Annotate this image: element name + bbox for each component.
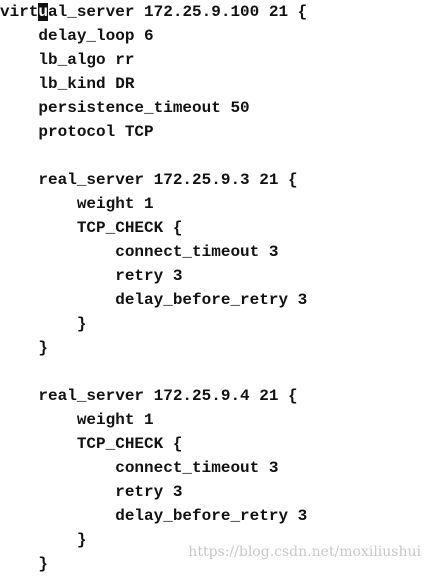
code-line: real_server 172.25.9.4 21 { xyxy=(0,387,298,405)
text-cursor: u xyxy=(38,3,49,21)
code-text: virt xyxy=(0,3,39,21)
code-line: connect_timeout 3 xyxy=(0,459,279,477)
code-line: lb_algo rr xyxy=(0,51,135,69)
code-line: TCP_CHECK { xyxy=(0,435,183,453)
code-line: connect_timeout 3 xyxy=(0,243,279,261)
code-line: delay_before_retry 3 xyxy=(0,507,308,525)
code-line: delay_loop 6 xyxy=(0,27,154,45)
code-line: persistence_timeout 50 xyxy=(0,99,250,117)
code-line: } xyxy=(0,315,87,333)
code-line: } xyxy=(0,339,49,357)
code-line: protocol TCP xyxy=(0,123,154,141)
code-line: real_server 172.25.9.3 21 { xyxy=(0,171,298,189)
code-line: retry 3 xyxy=(0,267,183,285)
code-line: TCP_CHECK { xyxy=(0,219,183,237)
code-text: al_server 172.25.9.100 21 { xyxy=(48,3,308,21)
code-line: virtual_server 172.25.9.100 21 { xyxy=(0,0,307,24)
code-line: } xyxy=(0,555,49,573)
code-line: weight 1 xyxy=(0,411,154,429)
code-line: } xyxy=(0,531,87,549)
code-line: lb_kind DR xyxy=(0,75,135,93)
code-line: delay_before_retry 3 xyxy=(0,291,308,309)
code-line: retry 3 xyxy=(0,483,183,501)
code-line: weight 1 xyxy=(0,195,154,213)
watermark: https://blog.csdn.net/moxiliushui xyxy=(188,544,421,560)
